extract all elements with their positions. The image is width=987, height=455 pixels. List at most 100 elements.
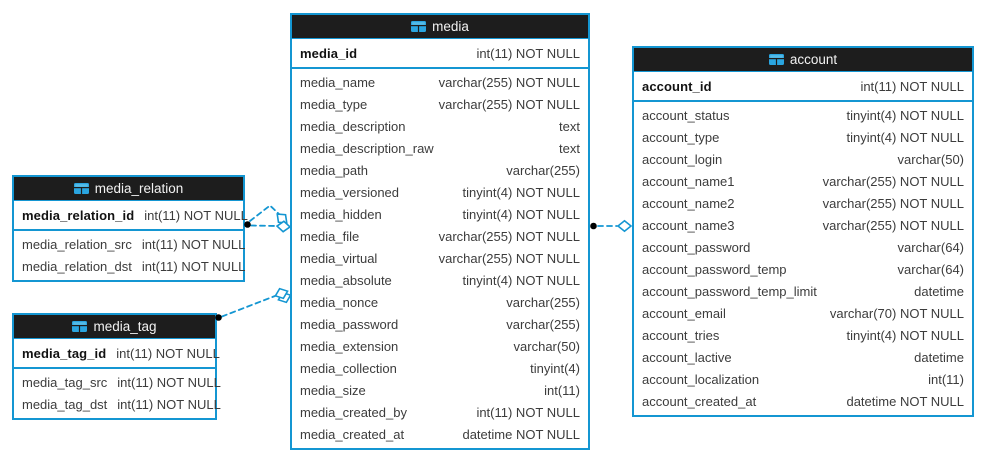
column-name: media_hidden <box>300 206 382 222</box>
column-name: media_absolute <box>300 272 392 288</box>
column-row[interactable]: media_absolute tinyint(4) NOT NULL <box>292 269 588 291</box>
column-name: media_tag_src <box>22 374 108 390</box>
column-name: account_type <box>642 129 720 145</box>
table-media_tag[interactable]: media_tag media_tag_id int(11) NOT NULL … <box>12 313 221 420</box>
column-name: media_relation_src <box>22 236 132 252</box>
column-type: int(11) NOT NULL <box>116 345 220 361</box>
column-type: varchar(64) <box>897 239 964 255</box>
column-row[interactable]: media_path varchar(255) <box>292 159 588 181</box>
column-row[interactable]: account_localization int(11) <box>634 368 972 390</box>
table-media_relation[interactable]: media_relation media_relation_id int(11)… <box>12 175 248 282</box>
column-type: varchar(255) NOT NULL <box>438 250 580 266</box>
primary-key-row[interactable]: media_relation_id int(11) NOT NULL <box>14 201 248 231</box>
column-name: media_file <box>300 228 360 244</box>
relationship-media_relation-media-src[interactable] <box>249 204 292 228</box>
column-type: varchar(50) <box>897 151 964 167</box>
primary-key-row[interactable]: media_id int(11) NOT NULL <box>292 39 588 69</box>
column-type: int(11) NOT NULL <box>144 207 248 223</box>
primary-key-row[interactable]: account_id int(11) NOT NULL <box>634 72 972 102</box>
table-header-media_tag[interactable]: media_tag <box>14 315 215 339</box>
column-type: text <box>559 118 580 134</box>
column-row[interactable]: media_created_at datetime NOT NULL <box>292 423 588 445</box>
table-grid-icon <box>73 183 89 194</box>
column-name: account_name3 <box>642 217 735 233</box>
relationship-media_relation-media-dst[interactable] <box>244 220 292 233</box>
column-type: varchar(50) <box>513 338 580 354</box>
column-name: account_id <box>642 78 712 94</box>
table-header-account[interactable]: account <box>634 48 972 72</box>
column-name: account_email <box>642 305 726 321</box>
column-type: datetime <box>914 349 964 365</box>
column-type: varchar(255) NOT NULL <box>438 96 580 112</box>
column-name: account_localization <box>642 371 760 387</box>
column-type: int(11) NOT NULL <box>117 374 221 390</box>
table-header-media_relation[interactable]: media_relation <box>14 177 243 201</box>
column-row[interactable]: media_relation_src int(11) NOT NULL <box>14 233 246 255</box>
column-type: datetime NOT NULL <box>462 426 580 442</box>
table-account[interactable]: account account_id int(11) NOT NULL acco… <box>632 46 974 417</box>
connector-dot <box>244 221 251 228</box>
column-type: tinyint(4) NOT NULL <box>462 184 580 200</box>
column-row[interactable]: account_lactive datetime <box>634 346 972 368</box>
column-type: tinyint(4) NOT NULL <box>462 206 580 222</box>
column-name: media_tag_dst <box>22 396 108 412</box>
column-list: media_relation_src int(11) NOT NULL media… <box>14 231 246 280</box>
table-header-media[interactable]: media <box>292 15 588 39</box>
connector-dot <box>215 314 222 321</box>
relationship-media_tag-media[interactable] <box>215 285 294 321</box>
table-title: media_relation <box>94 181 184 196</box>
column-name: account_lactive <box>642 349 732 365</box>
column-row[interactable]: media_tag_src int(11) NOT NULL <box>14 371 221 393</box>
column-type: int(11) <box>544 382 580 398</box>
column-type: varchar(255) NOT NULL <box>822 195 964 211</box>
column-row[interactable]: media_hidden tinyint(4) NOT NULL <box>292 203 588 225</box>
column-type: varchar(255) NOT NULL <box>822 173 964 189</box>
primary-key-row[interactable]: media_tag_id int(11) NOT NULL <box>14 339 220 369</box>
column-row[interactable]: media_size int(11) <box>292 379 588 401</box>
table-grid-icon <box>411 21 427 32</box>
column-name: account_tries <box>642 327 720 343</box>
column-name: media_nonce <box>300 294 379 310</box>
column-name: media_size <box>300 382 366 398</box>
column-name: account_status <box>642 107 730 123</box>
column-type: varchar(70) NOT NULL <box>829 305 964 321</box>
table-media[interactable]: media media_id int(11) NOT NULL media_na… <box>290 13 590 450</box>
column-name: account_password_temp_limit <box>642 283 817 299</box>
column-name: media_relation_dst <box>22 258 132 274</box>
column-name: media_created_at <box>300 426 405 442</box>
relationship-media-account[interactable] <box>590 220 632 232</box>
column-row[interactable]: account_email varchar(70) NOT NULL <box>634 302 972 324</box>
column-row[interactable]: media_extension varchar(50) <box>292 335 588 357</box>
column-type: tinyint(4) NOT NULL <box>462 272 580 288</box>
column-name: media_extension <box>300 338 399 354</box>
column-name: media_path <box>300 162 368 178</box>
column-type: int(11) <box>928 371 964 387</box>
column-type: int(11) NOT NULL <box>141 236 246 252</box>
column-type: varchar(255) <box>506 162 580 178</box>
